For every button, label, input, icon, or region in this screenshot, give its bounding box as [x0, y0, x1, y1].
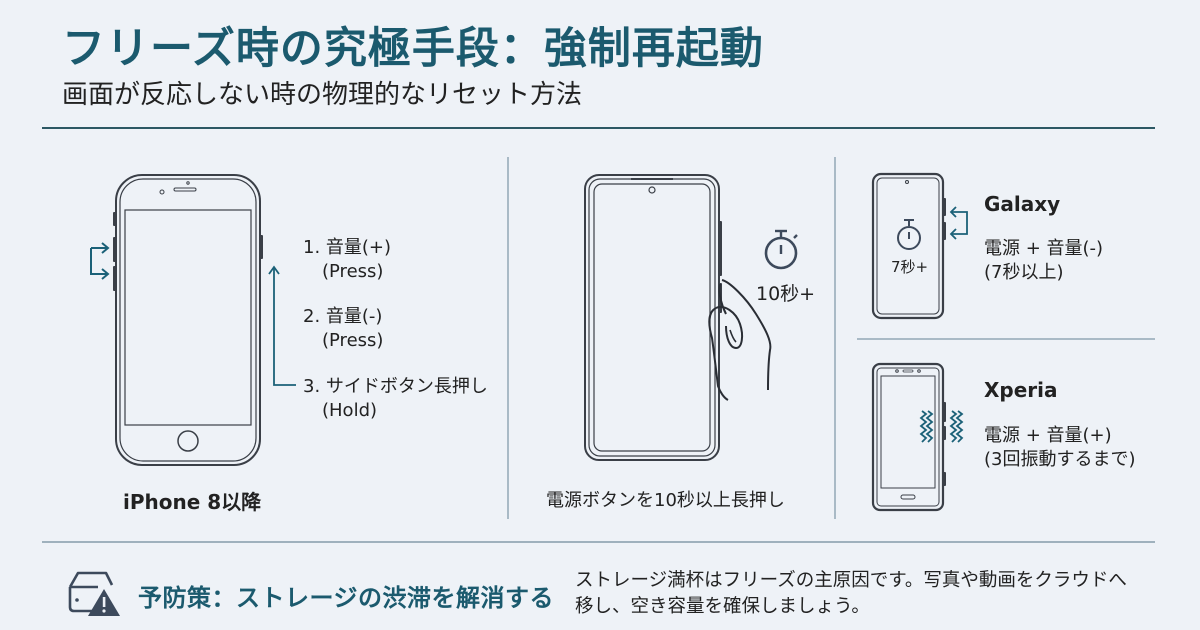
- iphone-caption: iPhone 8以降: [123, 490, 262, 514]
- step-2-label: 2. 音量(-): [303, 306, 383, 327]
- bracket-arrow-icon: [90, 242, 110, 280]
- xperia-desc-line2: (3回振動するまで): [984, 449, 1136, 470]
- page-title: フリーズ時の究極手段：強制再起動: [62, 24, 764, 74]
- iphone-illustration-icon: [113, 174, 263, 466]
- bracket-arrow-icon: [949, 206, 968, 240]
- column-divider-1: [507, 157, 509, 519]
- storage-warning-icon: [68, 571, 120, 616]
- up-arrow-icon: [268, 265, 296, 386]
- xperia-desc-line1: 電源 + 音量(+): [984, 425, 1112, 446]
- xperia-phone-icon: [871, 362, 946, 512]
- android-phone-icon: [584, 174, 722, 461]
- xperia-brand: Xperia: [984, 378, 1058, 402]
- step-1-label: 1. 音量(+): [303, 237, 392, 258]
- step-2: 2. 音量(-) (Press): [303, 305, 383, 353]
- header-divider: [42, 127, 1155, 129]
- stopwatch-icon: [764, 229, 798, 270]
- step-1: 1. 音量(+) (Press): [303, 236, 391, 284]
- galaxy-desc-line1: 電源 + 音量(-): [984, 238, 1104, 259]
- xperia-desc: 電源 + 音量(+) (3回振動するまで): [984, 424, 1136, 472]
- stopwatch-icon: [897, 219, 921, 250]
- tip-text-line1: ストレージ満杯はフリーズの主原因です。写真や動画をクラウドへ: [575, 570, 1127, 591]
- hand-icon: [708, 279, 772, 401]
- column-divider-2: [834, 157, 836, 519]
- tip-text: ストレージ満杯はフリーズの主原因です。写真や動画をクラウドへ 移し、空き容量を確…: [575, 568, 1127, 620]
- step-3-label: 3. サイドボタン長押し: [303, 376, 488, 397]
- step-3: 3. サイドボタン長押し (Hold): [303, 375, 488, 423]
- galaxy-desc-line2: (7秒以上): [984, 262, 1064, 283]
- tip-text-line2: 移し、空き容量を確保しましょう。: [575, 596, 870, 617]
- android-timer-label: 10秒+: [756, 283, 816, 305]
- step-2-sub: (Press): [322, 330, 384, 351]
- vibration-icon: [919, 410, 964, 443]
- footer-divider: [42, 541, 1155, 543]
- galaxy-phone-icon: [871, 172, 946, 320]
- right-panel-divider: [857, 338, 1155, 340]
- tip-title: 予防策：ストレージの渋滞を解消する: [138, 584, 555, 612]
- step-1-sub: (Press): [322, 261, 384, 282]
- page-subtitle: 画面が反応しない時の物理的なリセット方法: [62, 80, 583, 110]
- android-caption: 電源ボタンを10秒以上長押し: [546, 490, 785, 511]
- galaxy-timer-label: 7秒+: [891, 258, 929, 276]
- galaxy-desc: 電源 + 音量(-) (7秒以上): [984, 237, 1103, 285]
- step-3-sub: (Hold): [322, 400, 378, 421]
- galaxy-brand: Galaxy: [984, 192, 1061, 216]
